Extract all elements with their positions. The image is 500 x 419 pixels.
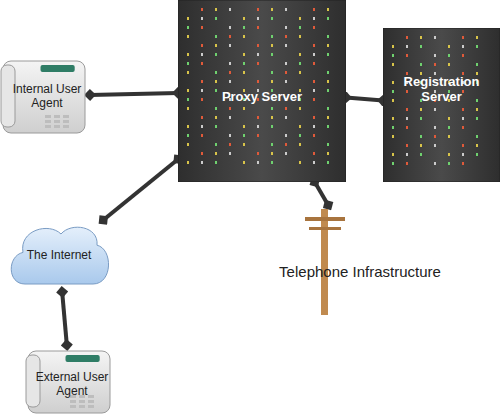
text-area: Proxy Server [188,84,336,110]
node-label: Telephone Infrastructure [279,263,441,280]
node-label: External User Agent [33,371,111,399]
telephone-pole-art [245,205,475,315]
text-area: Internal User Agent [8,77,86,117]
node-label: Internal User Agent [8,83,86,111]
server-rack: Proxy Server [178,0,346,182]
node-label: The Internet [27,249,92,263]
text-area: Telephone Infrastructure [245,261,475,283]
user-agent-phone: External User Agent [25,345,115,417]
text-area: Registration Server [389,70,494,110]
node-label: Proxy Server [222,90,302,105]
server-rack: Registration Server [383,28,500,182]
internet-cloud: The Internet [5,220,113,292]
link-line [315,182,328,205]
user-agent-phone: Internal User Agent [0,55,90,137]
link-line [62,292,67,345]
link-line [103,159,178,220]
link-line [90,93,178,95]
link-line [346,98,383,101]
text-area: The Internet [19,236,99,276]
node-label: Registration Server [389,75,494,105]
telephone-pole: Telephone Infrastructure [245,205,475,315]
server-rack-art [383,28,500,182]
text-area: External User Agent [33,365,111,405]
